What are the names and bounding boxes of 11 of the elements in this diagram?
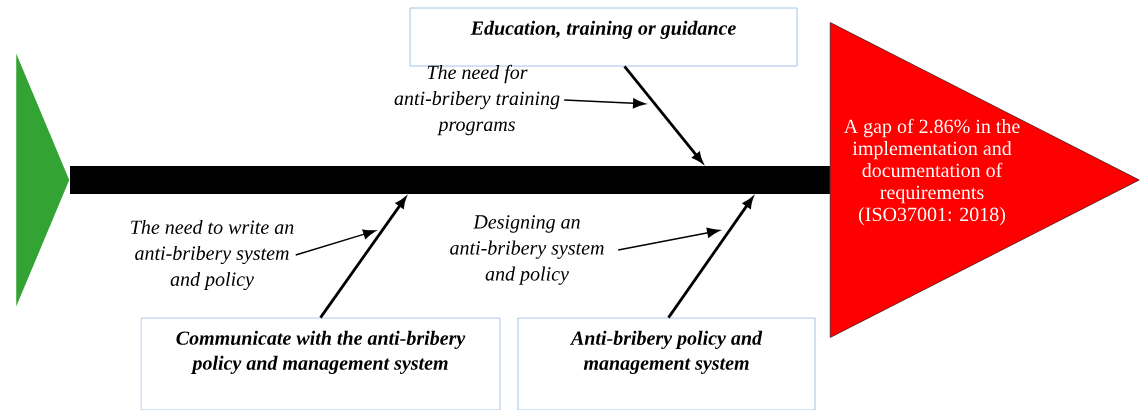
bone-arrow <box>667 197 754 319</box>
cause-label: Designing an anti-bribery system and policy <box>450 215 604 285</box>
effect-head: A gap of 2.86% in the implementation and documentation of requirements (ISO37001: 2018) <box>829 22 1140 338</box>
tail-triangle <box>16 53 70 307</box>
cause-box: Communicate with the anti-bribery policy and management system <box>140 317 501 410</box>
cause-box: Anti-bribery policy and management system <box>517 317 816 410</box>
arrow <box>617 227 720 251</box>
cause-label: The need for anti-bribery training programs <box>394 64 560 136</box>
cause-label: The need to write an anti-bribery system and policy <box>131 219 294 291</box>
spine <box>70 166 830 194</box>
arrow <box>563 98 646 109</box>
